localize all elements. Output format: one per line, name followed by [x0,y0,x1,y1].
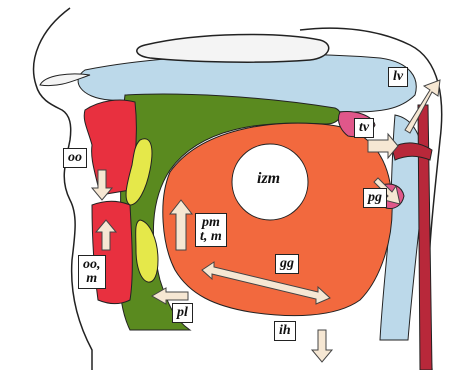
label-pl: pl [172,303,193,323]
label-oo: oo [63,148,87,168]
label-izm: izm [253,170,284,188]
label-oo-m: oo, m [78,255,106,289]
label-ih: ih [274,321,296,341]
label-pg: pg [363,188,387,208]
face-outline [34,8,92,370]
arrow-ih [312,330,332,362]
palate-bone [137,35,329,63]
label-tv: tv [354,118,374,138]
label-gg: gg [275,254,299,274]
label-lv: lv [388,67,408,87]
label-pm-tm: pm t, m [195,213,227,247]
